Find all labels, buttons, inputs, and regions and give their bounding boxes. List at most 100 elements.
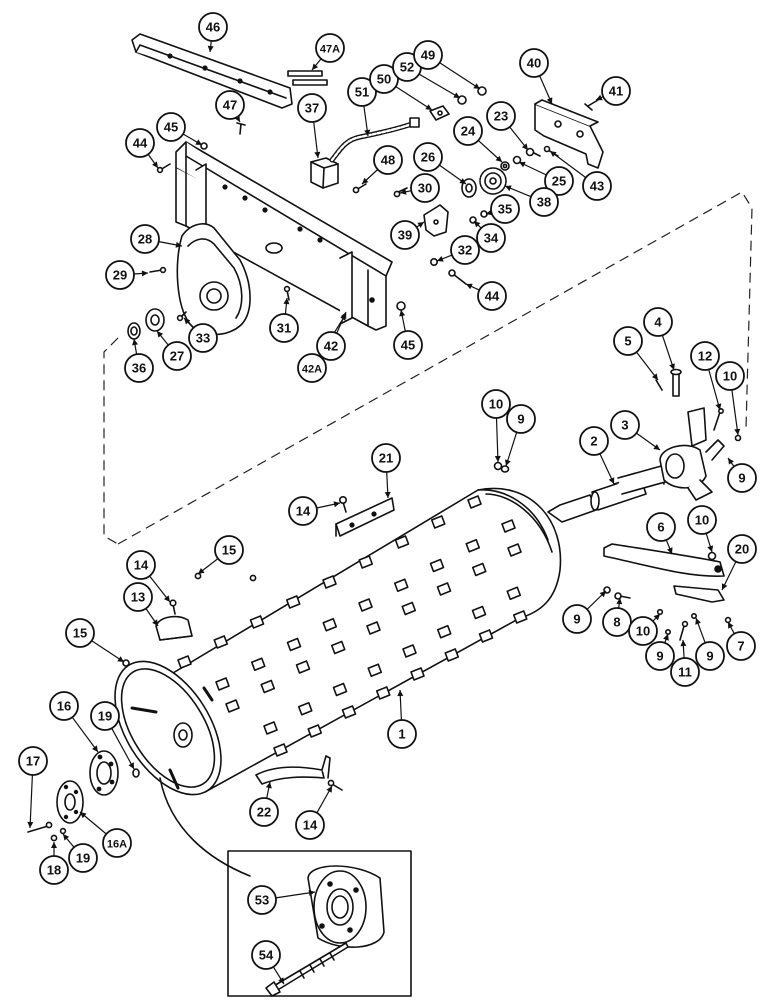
callout-circle (188, 323, 218, 353)
callout-label: 47A (320, 44, 340, 56)
arrowhead-c21 (384, 491, 391, 498)
callout-circle (65, 618, 95, 648)
callout-circle (269, 313, 299, 343)
part-19-washer-b (59, 827, 67, 835)
callout-label: 40 (527, 56, 541, 71)
arrowhead-c44a (152, 161, 158, 168)
callout-label: 54 (259, 948, 274, 963)
callout-circle (413, 40, 443, 70)
drum-tooth (250, 657, 266, 672)
callout-circle (68, 843, 98, 873)
leader-c43 (549, 150, 587, 179)
arrowhead-c37 (314, 151, 321, 158)
callout-label: 9 (738, 471, 745, 486)
callout-c16A: 16A (102, 828, 132, 858)
callout-c12: 12 (690, 341, 720, 371)
part-29-screw (149, 266, 167, 274)
drum-tooth (177, 655, 192, 669)
callout-c10c: 10 (687, 505, 717, 535)
callout-circle (646, 512, 676, 542)
arrowhead-c9e (695, 618, 701, 625)
callout-label: 14 (296, 504, 311, 519)
assembly-dashed-lines (103, 191, 753, 545)
part-7-nut (724, 616, 732, 624)
callout-label: 5 (624, 334, 631, 349)
arrowhead-c48 (362, 177, 369, 184)
arrowhead-c23 (521, 143, 528, 150)
drum-teeth (177, 495, 528, 757)
callout-circle (544, 166, 574, 196)
callout-label: 10 (489, 397, 503, 412)
drum-tooth (273, 743, 288, 757)
callout-label: 36 (132, 361, 146, 376)
callout-c9e: 9 (695, 641, 725, 671)
callout-c29: 29 (105, 260, 135, 290)
callout-circle (529, 187, 559, 217)
arrowhead-c28 (175, 241, 182, 248)
callout-circle (413, 142, 443, 172)
callout-c38: 38 (529, 187, 559, 217)
arrowhead-c45a (195, 139, 202, 145)
callout-c10a: 10 (715, 361, 745, 391)
drum-tooth (410, 667, 425, 681)
drum-tooth (393, 578, 409, 593)
callout-label: 26 (421, 150, 435, 165)
callout-c30: 30 (410, 173, 440, 203)
detail-inset (227, 850, 412, 997)
part-47-screw (236, 122, 246, 135)
callout-label: 53 (255, 893, 269, 908)
part-12-screw (713, 407, 724, 431)
arrowhead-c14b (163, 595, 170, 602)
callout-circle (582, 171, 612, 201)
callout-circle (610, 410, 640, 440)
callout-label: 21 (379, 451, 393, 466)
part-32-nut (429, 257, 438, 266)
callout-label: 4 (654, 315, 662, 330)
drum-tooth (512, 610, 528, 624)
arrowhead-c30 (400, 188, 407, 195)
callout-circle (476, 223, 506, 253)
callout-c23: 23 (486, 101, 516, 131)
part-42-frame (175, 141, 393, 331)
callout-label: 9 (656, 649, 663, 664)
arrowhead-c44b (466, 283, 473, 290)
callout-circle (477, 281, 507, 311)
callout-label: 47 (223, 98, 237, 113)
callout-circle (124, 353, 154, 383)
drum-tooth (501, 519, 516, 533)
callout-c14c: 14 (295, 810, 325, 840)
part-54-bolt (265, 942, 349, 997)
drum-tooth (401, 601, 417, 616)
drum-tooth (429, 558, 445, 573)
callout-circle (297, 353, 327, 383)
callout-c39: 39 (390, 220, 420, 250)
callout-label: 33 (196, 331, 210, 346)
callout-circle (162, 341, 192, 371)
callout-label: 37 (305, 101, 319, 116)
callout-c7: 7 (726, 631, 756, 661)
callout-circle (387, 719, 417, 749)
callout-c53: 53 (247, 885, 277, 915)
callout-circle (687, 505, 717, 535)
callout-label: 2 (590, 434, 597, 449)
leader-c15b (91, 640, 125, 663)
arrowhead-c31 (283, 298, 290, 305)
callout-label: 13 (131, 590, 145, 605)
part-45-nut-lower (396, 301, 406, 311)
arrowhead-c8 (616, 598, 623, 605)
arrowhead-c6 (667, 547, 673, 554)
callout-circle (601, 76, 631, 106)
part-40-bracket (534, 99, 604, 169)
drum-tooth (471, 562, 487, 577)
callout-c37: 37 (297, 93, 327, 123)
arrowhead-c9c (599, 591, 606, 598)
callout-label: 24 (461, 124, 476, 139)
callout-circle (90, 701, 120, 731)
arrowhead-c7 (728, 622, 734, 629)
callout-label: 23 (494, 109, 508, 124)
callout-circle (628, 616, 658, 646)
callout-label: 20 (735, 542, 749, 557)
callout-c41: 41 (601, 76, 631, 106)
callout-c42A: 42A (297, 353, 327, 383)
